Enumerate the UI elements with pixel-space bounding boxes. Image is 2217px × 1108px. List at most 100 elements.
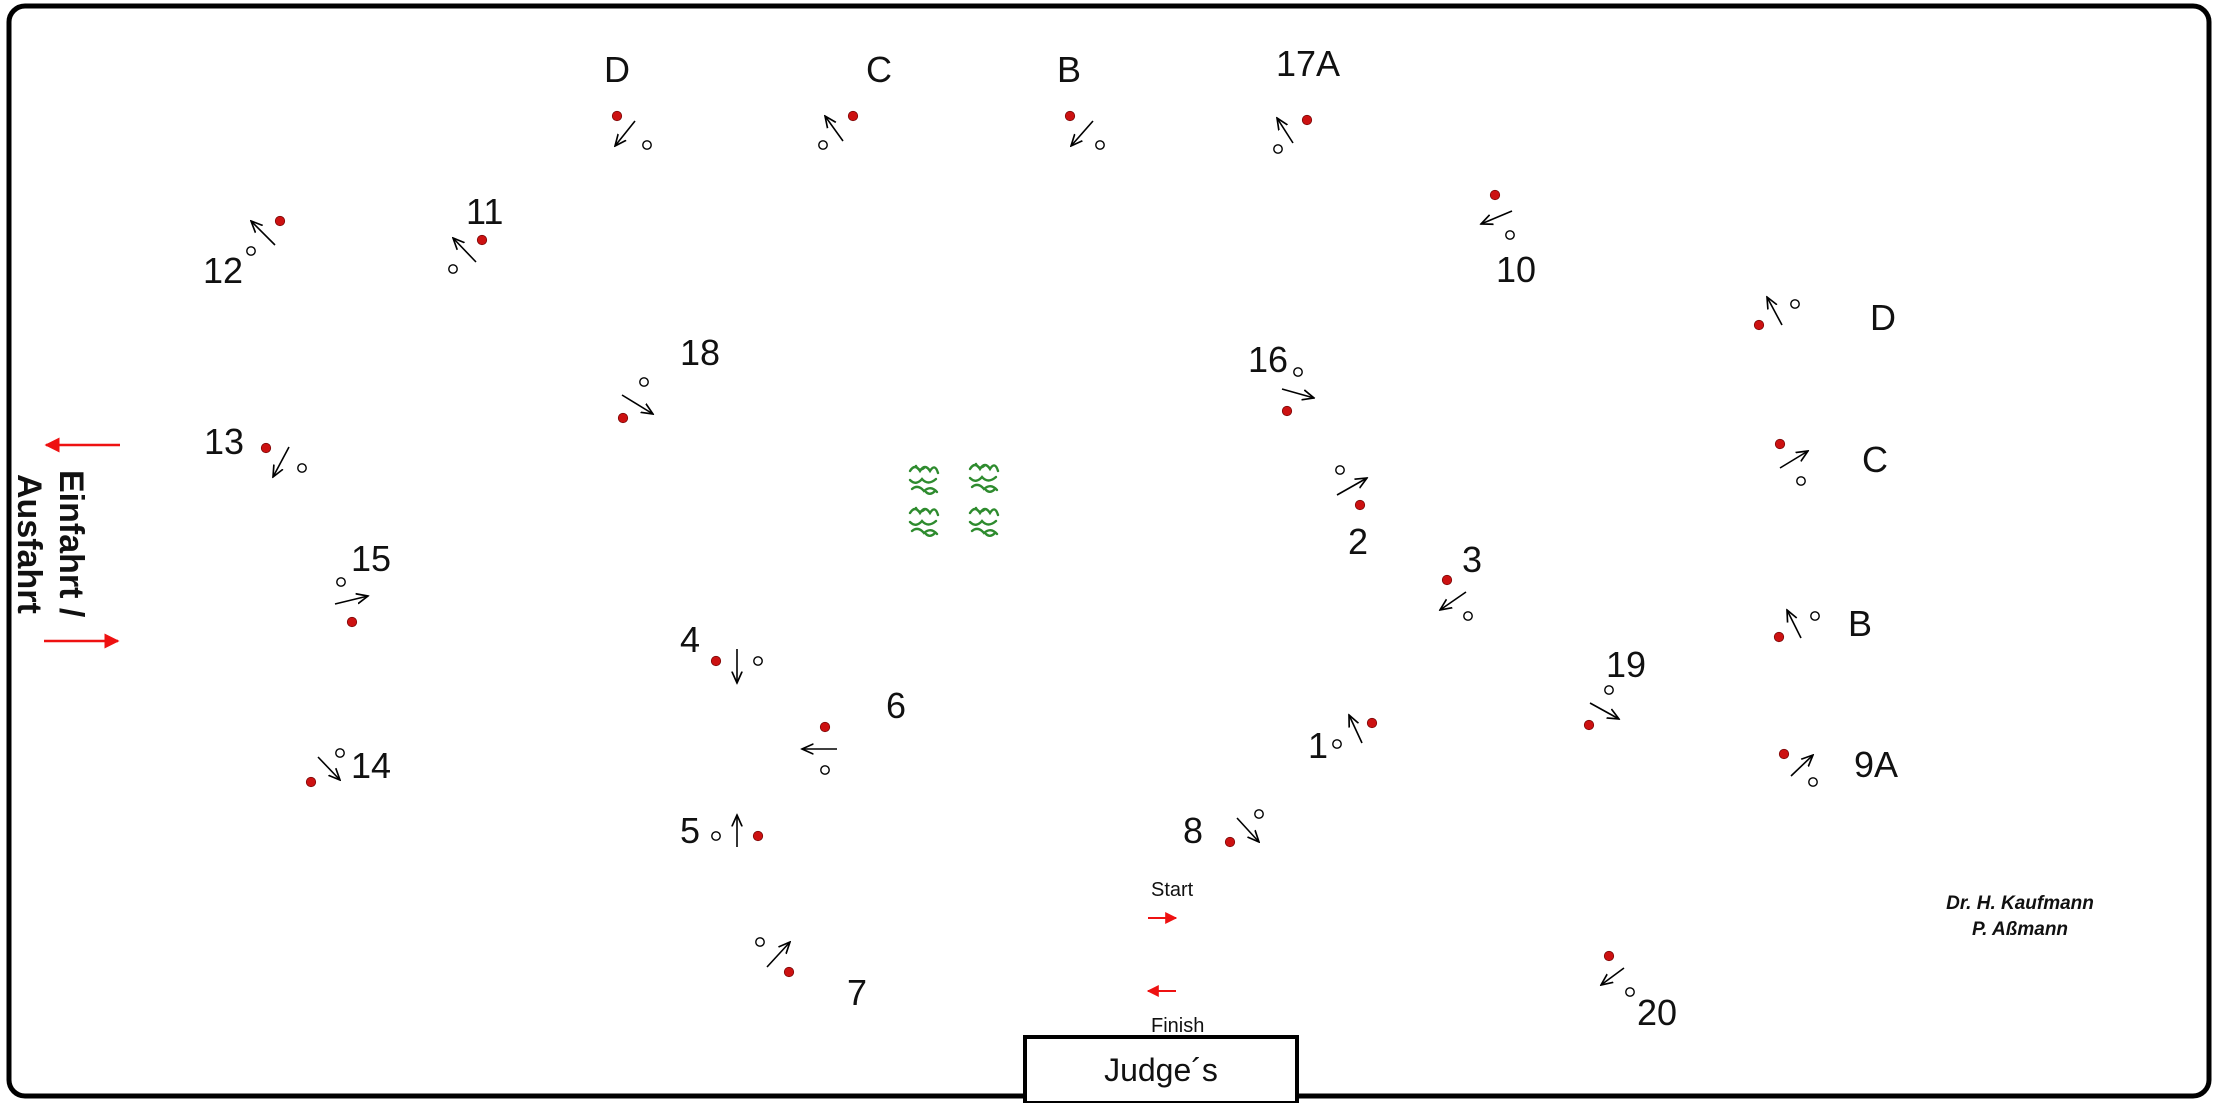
- white-cone-icon: [1095, 140, 1105, 150]
- gate-label-11: 11: [466, 191, 503, 232]
- gate-4: [710, 649, 763, 683]
- gate-8: [1224, 809, 1264, 848]
- gate-label-right-B: B: [1848, 603, 1872, 644]
- white-cone-icon: [642, 140, 652, 150]
- direction-arrow-icon: [1779, 451, 1808, 469]
- gate-label-12: 12: [203, 250, 243, 291]
- judge-label: Judge´s: [1104, 1052, 1218, 1088]
- red-cone-icon: [752, 830, 764, 842]
- white-cone-icon: [1254, 809, 1264, 819]
- red-cone-icon: [783, 966, 795, 978]
- white-cone-icon: [639, 377, 649, 387]
- direction-arrow-icon: [317, 756, 340, 780]
- start-label: Start: [1151, 879, 1194, 901]
- gate-label-right-D: D: [1870, 297, 1896, 338]
- gate-label-8: 8: [1183, 810, 1203, 851]
- red-cone-icon: [1583, 719, 1595, 731]
- direction-arrow-icon: [1481, 210, 1513, 224]
- direction-arrow-icon: [1601, 967, 1625, 985]
- white-cone-icon: [1790, 299, 1800, 309]
- white-cone-icon: [1810, 611, 1820, 621]
- white-cone-icon: [336, 577, 346, 587]
- direction-arrow-icon: [273, 446, 290, 477]
- red-cone-icon: [260, 442, 272, 454]
- gate-label-1: 1: [1308, 725, 1328, 766]
- white-cone-icon: [1808, 777, 1818, 787]
- direction-arrow-icon: [1281, 388, 1314, 398]
- gate-13: [260, 442, 307, 477]
- gate-label-4: 4: [680, 619, 700, 660]
- gate-label-3: 3: [1462, 539, 1482, 580]
- red-cone-icon: [1366, 717, 1378, 729]
- gate-label-17A: 17A: [1276, 43, 1340, 84]
- gate-3: [1440, 574, 1473, 621]
- gate-label-14: 14: [351, 745, 391, 786]
- direction-arrow-icon: [621, 394, 653, 414]
- direction-arrow-icon: [1277, 118, 1294, 144]
- direction-arrow-icon: [1071, 120, 1094, 146]
- author-line2: P. Aßmann: [1972, 919, 2068, 940]
- white-cone-icon: [1332, 739, 1342, 749]
- gate-right-D: [1753, 297, 1800, 331]
- gate-label-top-D: D: [604, 49, 630, 90]
- white-cone-icon: [1293, 367, 1303, 377]
- red-cone-icon: [346, 616, 358, 628]
- gate-label-18: 18: [680, 332, 720, 373]
- red-cone-icon: [1224, 836, 1236, 848]
- gate-16: [1281, 367, 1314, 417]
- gate-14: [305, 748, 345, 788]
- gate-9A: [1778, 748, 1818, 787]
- gate-5: [711, 815, 764, 847]
- entry-exit-label-line1: Einfahrt /: [52, 470, 90, 618]
- gate-label-16: 16: [1248, 339, 1288, 380]
- direction-arrow-icon: [1589, 702, 1619, 719]
- direction-arrow-icon: [453, 238, 477, 263]
- red-cone-icon: [1281, 405, 1293, 417]
- gate-top-B: [1064, 110, 1105, 150]
- direction-arrow-icon: [1787, 610, 1802, 639]
- white-cone-icon: [1604, 685, 1614, 695]
- gate-right-B: [1773, 610, 1820, 643]
- white-cone-icon: [297, 463, 307, 473]
- white-cone-icon: [1335, 465, 1345, 475]
- author-line1: Dr. H. Kaufmann: [1946, 893, 2094, 914]
- white-cone-icon: [246, 246, 256, 256]
- red-cone-icon: [1753, 319, 1765, 331]
- red-cone-icon: [274, 215, 286, 227]
- white-cone-icon: [711, 831, 721, 841]
- direction-arrow-icon: [251, 221, 276, 246]
- direction-arrow-icon: [615, 120, 636, 146]
- red-cone-icon: [710, 655, 722, 667]
- white-cone-icon: [1273, 144, 1283, 154]
- red-cone-icon: [1489, 189, 1501, 201]
- white-cone-icon: [1505, 230, 1515, 240]
- gate-right-C: [1774, 438, 1808, 486]
- red-cone-icon: [611, 110, 623, 122]
- gate-11: [448, 234, 488, 274]
- direction-arrow-icon: [1349, 715, 1363, 744]
- direction-arrow-icon: [825, 116, 844, 142]
- white-cone-icon: [753, 656, 763, 666]
- gate-label-right-C: C: [1862, 439, 1888, 480]
- gate-label-19: 19: [1606, 644, 1646, 685]
- gate-1: [1332, 715, 1378, 749]
- gate-top-D: [611, 110, 652, 150]
- gate-label-2: 2: [1348, 521, 1368, 562]
- gate-19: [1583, 685, 1619, 731]
- direction-arrow-icon: [1790, 755, 1813, 777]
- white-cone-icon: [448, 264, 458, 274]
- red-cone-icon: [1301, 114, 1313, 126]
- direction-arrow-icon: [1440, 591, 1467, 610]
- white-cone-icon: [335, 748, 345, 758]
- direction-arrow-icon: [766, 942, 790, 968]
- red-cone-icon: [1441, 574, 1453, 586]
- red-cone-icon: [819, 721, 831, 733]
- direction-arrow-icon: [1336, 478, 1367, 496]
- direction-arrow-icon: [334, 596, 368, 605]
- gate-6: [802, 721, 837, 775]
- gate-label-top-C: C: [866, 49, 892, 90]
- finish-label: Finish: [1151, 1015, 1204, 1037]
- gate-label-7: 7: [847, 972, 867, 1013]
- gate-label-top-B: B: [1057, 49, 1081, 90]
- red-cone-icon: [1603, 950, 1615, 962]
